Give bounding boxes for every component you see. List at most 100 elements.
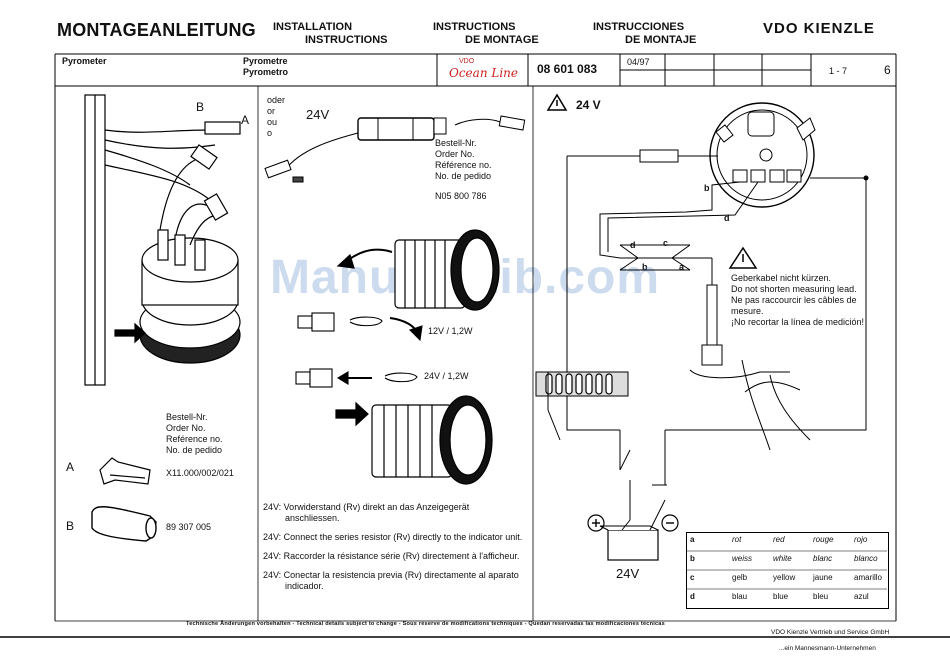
note-de-2: anschliessen.: [285, 513, 340, 523]
middle-order-de: Bestell-Nr.: [435, 138, 477, 148]
color-a-de: rot: [732, 535, 742, 544]
or-en: or: [267, 106, 276, 116]
header-es: INSTRUCCIONES DE MONTAJE: [593, 21, 696, 47]
color-b-de: weiss: [732, 554, 753, 563]
footer-disclaimer: Technische Änderungen vorbehalten - Tech…: [186, 621, 665, 627]
page-range: 1 - 7: [829, 66, 848, 76]
note-de-1: 24V: Vorwiderstand (Rv) direkt an das An…: [263, 502, 470, 512]
part-a-label: A: [66, 460, 75, 474]
wire-label-d-gauge: d: [724, 213, 730, 223]
connector-a-label-top: A: [241, 113, 250, 127]
brand-logo: VDO KIENZLE: [763, 20, 875, 37]
header-es-line2: DE MONTAJE: [625, 34, 697, 46]
or-fr: ou: [267, 117, 278, 127]
left-order-en: Order No.: [166, 423, 206, 433]
note-fr: 24V: Raccorder la résistance série (Rv) …: [263, 551, 520, 561]
footer-company: VDO Kienzle Vertrieb und Service GmbH: [771, 629, 890, 636]
wire-label-c-junction: c: [663, 238, 669, 248]
gauge-rear-illustration: [84, 94, 241, 386]
product-name-es: Pyrometro: [243, 67, 289, 77]
middle-order-number: N05 800 786: [435, 191, 487, 201]
color-c-fr: jaune: [813, 573, 833, 582]
logo-vdo-small: VDO: [459, 58, 475, 65]
left-order-de: Bestell-Nr.: [166, 412, 208, 422]
gauge-lamp-illustration-top: [336, 229, 500, 311]
color-c-es: amarillo: [854, 573, 883, 582]
color-code-d: d: [690, 592, 695, 601]
note-en: 24V: Connect the series resistor (Rv) di…: [263, 532, 523, 542]
or-block: oder or ou o: [267, 95, 285, 139]
caution-es: ¡No recortar la línea de medición!: [731, 317, 865, 327]
lamp-24v-icon: [295, 368, 418, 388]
series-resistor-illustration: [264, 115, 526, 183]
part-b-label: B: [66, 519, 75, 533]
part-b-sleeve-icon: [91, 506, 157, 542]
header-fr-line2: DE MONTAGE: [465, 34, 539, 46]
battery-voltage: 24V: [616, 566, 640, 581]
color-c-en: yellow: [773, 573, 796, 582]
middle-order-block: Bestell-Nr. Order No. Référence no. No. …: [435, 138, 492, 202]
ocean-line-logo: VDO Ocean Line: [445, 58, 520, 84]
header-en: INSTALLATION INSTRUCTIONS: [273, 21, 388, 47]
footer-parent: ...ein Mannesmann-Unternehmen: [779, 645, 876, 652]
color-row-c: c gelb yellow jaune amarillo: [687, 573, 888, 591]
lamp-12v-icon: [297, 312, 423, 342]
header-es-line1: INSTRUCCIONES: [593, 21, 685, 33]
color-a-en: red: [773, 535, 785, 544]
color-d-en: blue: [773, 592, 789, 601]
part-a-order-number: X11.000/002/021: [166, 468, 234, 478]
header-fr: INSTRUCTIONS DE MONTAGE: [433, 21, 539, 47]
page-frame: [0, 53, 950, 638]
or-de: oder: [267, 95, 286, 105]
color-code-b: b: [690, 554, 695, 563]
caution-text: Geberkabel nicht kürzen. Do not shorten …: [731, 273, 871, 328]
left-order-block: Bestell-Nr. Order No. Reférence no. No. …: [166, 412, 223, 456]
color-a-es: rojo: [854, 535, 868, 544]
wire-label-b-junction: b: [642, 262, 648, 272]
caution-de: Geberkabel nicht kürzen.: [731, 273, 832, 283]
wire-label-a-junction: a: [679, 262, 685, 272]
or-es: o: [267, 128, 273, 138]
color-b-en: white: [773, 554, 792, 563]
color-d-de: blau: [732, 592, 748, 601]
wire-color-table: a rot red rouge rojo b weiss white blanc…: [686, 532, 889, 609]
color-c-de: gelb: [732, 573, 748, 582]
color-a-fr: rouge: [813, 535, 834, 544]
lamp-12v-label: 12V / 1,2W: [428, 326, 473, 336]
color-row-b: b weiss white blanc blanco: [687, 554, 888, 572]
color-code-a: a: [690, 535, 695, 544]
middle-order-en: Order No.: [435, 149, 475, 159]
lamp-24v-label: 24V / 1,2W: [424, 371, 469, 381]
series-resistor-notes: 24V: Vorwiderstand (Rv) direkt an das An…: [263, 502, 533, 592]
part-b-order-number: 89 307 005: [166, 522, 212, 532]
warning-voltage: 24 V: [576, 98, 601, 112]
caution-fr-1: Ne pas raccourcir les câbles de: [731, 295, 857, 305]
logo-script: Ocean Line: [449, 66, 518, 80]
document-title: MONTAGEANLEITUNG: [57, 20, 256, 40]
part-number: 08 601 083: [537, 62, 598, 76]
header-fr-line1: INSTRUCTIONS: [433, 21, 516, 33]
product-name-de: Pyrometer: [62, 56, 107, 66]
color-b-es: blanco: [854, 554, 878, 563]
gauge-lamp-illustration-bottom: [335, 395, 493, 485]
part-a-connector-icon: [99, 457, 151, 485]
color-d-fr: bleu: [813, 592, 829, 601]
color-b-fr: blanc: [813, 554, 833, 563]
resistor-voltage: 24V: [306, 107, 330, 122]
left-order-fr: Reférence no.: [166, 434, 223, 444]
color-row-d: d blau blue bleu azul: [687, 592, 888, 610]
caution-fr-2: mesure.: [731, 306, 764, 316]
middle-order-fr: Référence no.: [435, 160, 492, 170]
wire-label-b-gauge: b: [704, 183, 710, 193]
left-order-es: No. de pedido: [166, 445, 223, 455]
note-es-2: indicador.: [285, 581, 324, 591]
page-number: 6: [884, 63, 891, 77]
color-code-c: c: [690, 573, 695, 582]
color-d-es: azul: [854, 592, 869, 601]
connector-b-label-top: B: [196, 100, 205, 114]
color-row-a: a rot red rouge rojo: [687, 535, 888, 553]
note-es-1: 24V: Conectar la resistencia previa (Rv)…: [263, 570, 519, 580]
middle-order-es: No. de pedido: [435, 171, 492, 181]
product-name-fr: Pyrometre: [243, 56, 288, 66]
